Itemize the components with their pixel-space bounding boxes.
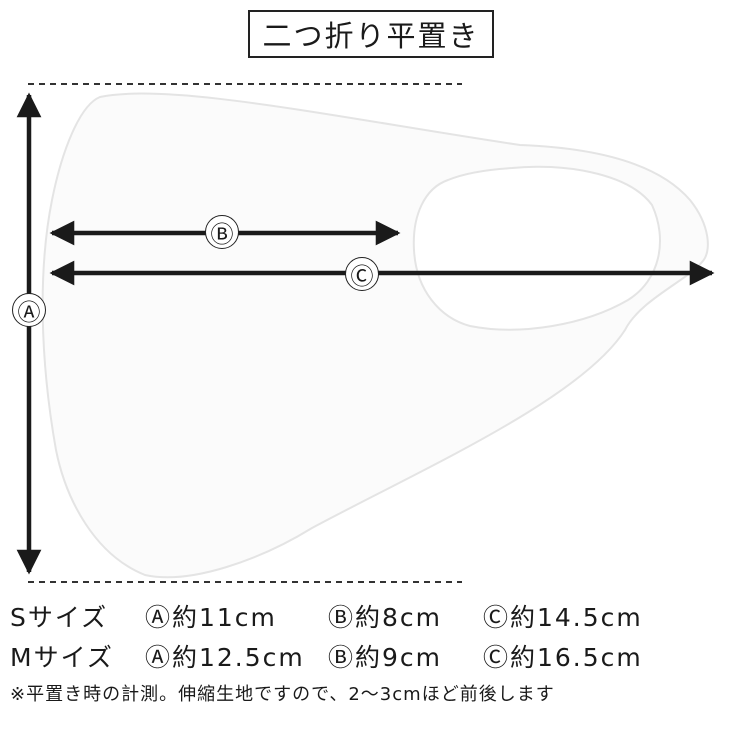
dimension-b-label: Ⓑ (205, 215, 239, 249)
mask-shape (41, 92, 709, 579)
dimension-a-value: Ⓐ約12.5cm (145, 643, 305, 672)
title-box: 二つ折り平置き (248, 10, 494, 58)
dimension-b-value: Ⓑ約8cm (328, 603, 443, 632)
dimension-b-letter: Ⓑ (210, 222, 234, 248)
mask-figure (16, 83, 715, 583)
size-label: Sサイズ (10, 603, 109, 632)
dimension-c-value: Ⓒ約16.5cm (483, 643, 643, 672)
dimension-b-value: Ⓑ約9cm (328, 643, 443, 672)
dimension-a-letter: Ⓐ (17, 300, 41, 326)
size-label: Mサイズ (10, 643, 114, 672)
dimension-c-value: Ⓒ約14.5cm (483, 603, 643, 632)
dimension-c-label: Ⓒ (345, 257, 379, 291)
diagram-title: 二つ折り平置き (262, 19, 480, 53)
dimension-a-label: Ⓐ (12, 293, 46, 327)
dimension-a-value: Ⓐ約11cm (145, 603, 277, 632)
measurement-note: ※平置き時の計測。伸縮生地ですので、2〜3cmほど前後します (10, 684, 555, 705)
dimension-c-letter: Ⓒ (350, 264, 374, 290)
